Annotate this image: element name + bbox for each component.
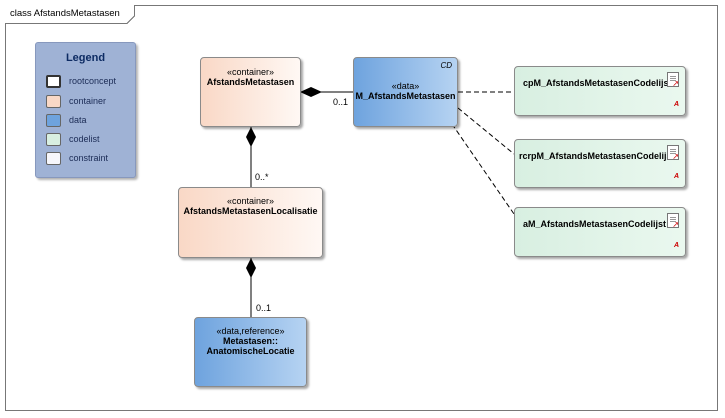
node-tag: CD [440,61,452,70]
node-stereotype: «data» [391,81,420,91]
legend-label: codelist [69,134,100,144]
node-flag: A [673,173,679,180]
legend-label: rootconcept [69,76,117,86]
legend-swatch-constraint [46,152,61,165]
legend-swatch-data [46,114,61,127]
node-name: M_AfstandsMetastasen [355,91,456,101]
composition-diamond-2 [246,127,256,147]
node-flag: A [673,242,679,249]
legend-item-rootconcept: rootconcept [46,75,136,90]
node-flag: A [673,101,679,108]
node-stereotype: «data,reference» [216,326,285,336]
node-anatomischelocatie[interactable]: «data,reference» Metastasen:: Anatomisch… [194,317,307,387]
document-icon [667,213,679,229]
node-stereotype: «container» [226,196,275,206]
node-name: AfstandsMetastasenLocalisatie [183,206,318,216]
legend-label: container [69,96,107,106]
node-stereotype: «container» [226,67,275,77]
multiplicity-m-afstands: 0..1 [333,97,349,107]
legend-swatch-codelist [46,133,61,146]
document-icon [667,72,679,88]
node-afstandsmetastasenlocalisatie[interactable]: «container» AfstandsMetastasenLocalisati… [178,187,323,258]
document-icon [667,145,679,161]
legend-swatch-rootconcept [46,75,61,88]
legend-item-codelist: codelist [46,133,136,148]
legend-title: Legend [65,52,106,64]
diagram-frame [5,5,718,411]
legend-item-constraint: constraint [46,152,136,167]
node-m-afstandsmetastasen[interactable]: CD «data» M_AfstandsMetastasen [353,57,458,127]
legend-label: constraint [69,153,109,163]
node-rcrpm-codelijst[interactable]: rcrpM_AfstandsMetastasenCodelijst A [514,139,686,188]
node-name: rcrpM_AfstandsMetastasenCodelijst [519,151,675,161]
node-name: cpM_AfstandsMetastasenCodelijst [523,78,672,88]
multiplicity-anatomische: 0..1 [256,303,272,313]
legend-panel: Legend rootconcept container data codeli… [35,42,136,178]
diagram-title: class AfstandsMetastasen [5,5,135,24]
dependency-rcrpm [457,107,515,155]
legend-swatch-container [46,95,61,108]
node-am-codelijst[interactable]: aM_AfstandsMetastasenCodelijst A [514,207,686,257]
multiplicity-localisatie: 0..* [255,172,269,182]
node-name-line2: AnatomischeLocatie [206,346,295,356]
legend-item-container: container [46,95,136,110]
node-cpm-codelijst[interactable]: cpM_AfstandsMetastasenCodelijst A [514,66,686,116]
composition-diamond-3 [246,258,256,278]
node-name-line1: Metastasen:: [222,336,278,346]
legend-label: data [69,115,87,125]
node-name: AfstandsMetastasen [206,77,295,87]
node-afstandsmetastasen[interactable]: «container» AfstandsMetastasen [200,57,301,127]
dependency-am [451,123,515,215]
composition-diamond-1 [300,87,322,97]
legend-item-data: data [46,114,136,129]
node-name: aM_AfstandsMetastasenCodelijst [523,219,667,229]
